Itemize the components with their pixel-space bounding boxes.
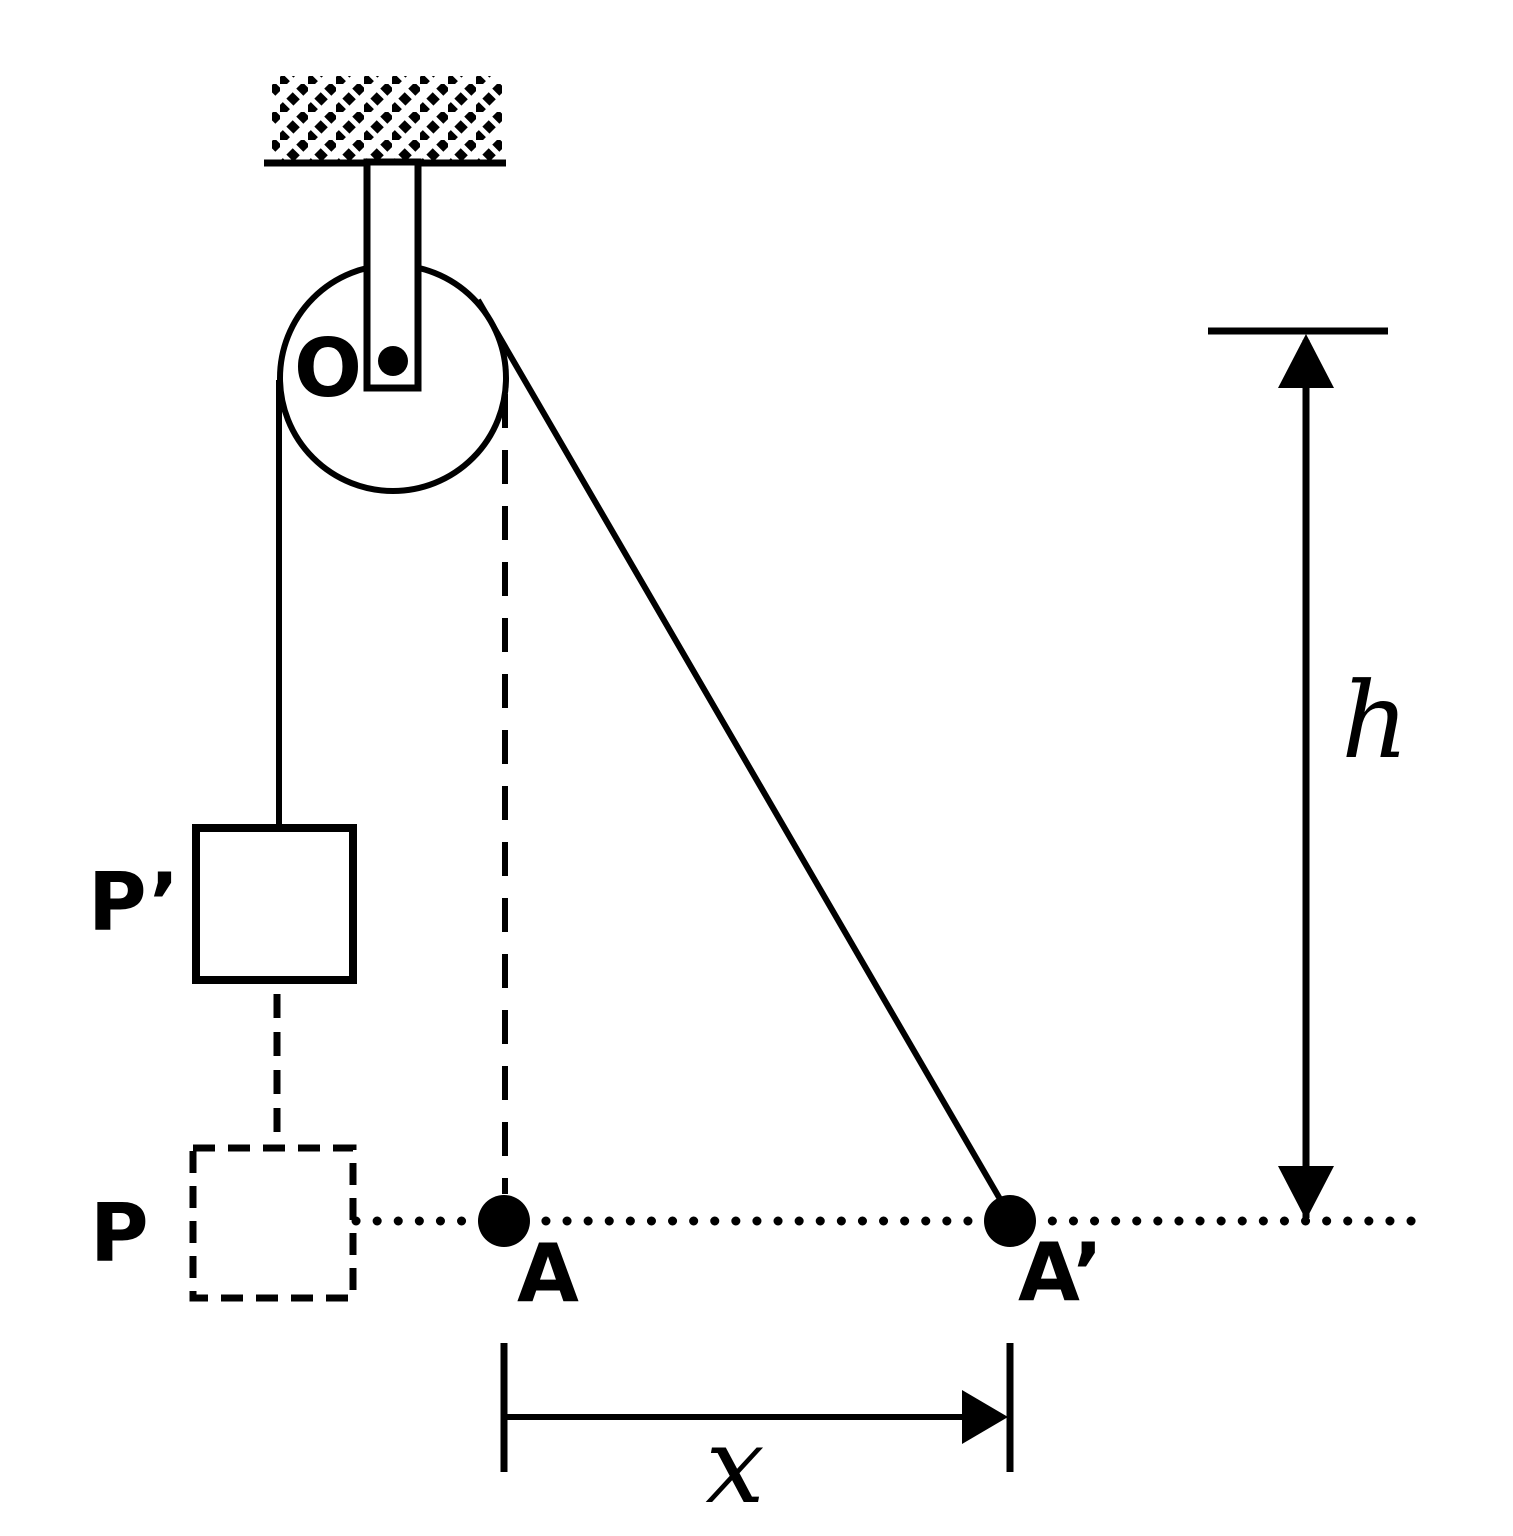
- weight-initial-label: P: [90, 1187, 149, 1280]
- rope-slanted-to-a-prime: [475, 298, 1014, 1220]
- displacement-arrowhead-right: [962, 1390, 1008, 1444]
- ceiling-support: [264, 76, 506, 167]
- pulley-axle-dot: [378, 346, 408, 376]
- support-bracket: [363, 158, 422, 392]
- weight-raised-label: P’: [88, 856, 179, 949]
- point-a-label: A: [517, 1227, 579, 1320]
- point-a-dot: [478, 1195, 530, 1247]
- displacement-dimension-arrow: x: [500, 1343, 1014, 1527]
- pulley-axle-label: O: [294, 322, 362, 415]
- weight-box-initial-dashed: [189, 1144, 357, 1302]
- weight-box-raised: [192, 824, 357, 984]
- point-a-prime-dot: [984, 1195, 1036, 1247]
- height-label: h: [1341, 660, 1409, 782]
- point-a-prime-label: A’: [1018, 1226, 1103, 1319]
- displacement-label: x: [705, 1405, 764, 1527]
- height-arrowhead-up: [1278, 334, 1334, 388]
- height-arrowhead-down: [1278, 1166, 1334, 1220]
- ceiling-hatch: [272, 76, 502, 160]
- height-dimension-arrow: h: [1208, 327, 1409, 1220]
